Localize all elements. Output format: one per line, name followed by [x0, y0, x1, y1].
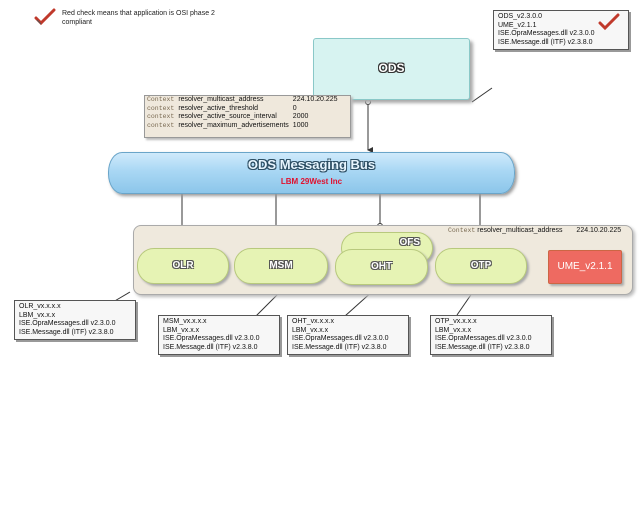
info-line: OHT_vx.x.x.x [292, 318, 335, 325]
red-check-icon [34, 8, 56, 26]
msm-node[interactable]: MSM [234, 248, 328, 284]
resolver-context-box: Context resolver_multicast_address 224.1… [144, 95, 351, 138]
info-line: MSM_vx.x.x.x [163, 318, 207, 325]
context-row: context resolver_active_threshold 0 [145, 105, 340, 114]
info-line: LBM_vx.x.x [292, 326, 329, 334]
ods-node-label: ODS [378, 61, 405, 75]
info-line: ISE.Message.dll (ITF) v2.3.8.0 [498, 38, 593, 46]
context-key: resolver_multicast_address [178, 96, 264, 103]
bus-subtitle: LBM 29West Inc [280, 177, 343, 186]
info-line: ISE.Message.dll (ITF) v2.3.8.0 [19, 328, 114, 336]
info-line: LBM_vx.x.x [163, 326, 200, 334]
info-line: ISE.OpraMessages.dll v2.3.0.0 [498, 30, 595, 38]
context-row: Context resolver_multicast_address 224.1… [145, 96, 340, 105]
context-value: 1000 [292, 122, 309, 130]
ods-bus-connector-end [365, 99, 371, 105]
info-line: UME_v2.1.1 [498, 21, 537, 29]
olr-node[interactable]: OLR [137, 248, 229, 284]
msm-info-box: MSM_vx.x.x.x LBM_vx.x.x ISE.OpraMessages… [158, 315, 280, 356]
context-keyword: context [147, 122, 175, 130]
msm-node-label: MSM [269, 260, 293, 271]
ods-node[interactable]: ODS [313, 38, 470, 100]
info-line: ISE.OpraMessages.dll v2.3.0.0 [163, 335, 260, 343]
ume-node-label: UME_v2.1.1 [557, 261, 613, 272]
info-line: LBM_vx.x.x [19, 311, 56, 319]
oht-info-box: OHT_vx.x.x.x LBM_vx.x.x ISE.OpraMessages… [287, 315, 409, 356]
info-line: ISE.Message.dll (ITF) v2.3.8.0 [163, 343, 258, 351]
info-line: ISE.Message.dll (ITF) v2.3.8.0 [435, 343, 530, 351]
info-line: ODS_v2.3.0.0 [498, 13, 542, 20]
group-context: Context resolver_multicast_address 224.1… [448, 227, 621, 234]
info-line: OLR_vx.x.x.x [19, 303, 61, 310]
context-key: resolver_multicast_address [477, 227, 563, 234]
olr-node-label: OLR [172, 260, 194, 271]
info-line: ISE.OpraMessages.dll v2.3.0.0 [292, 335, 389, 343]
otp-node-label: OTP [470, 260, 492, 271]
ods-callout-line [471, 87, 493, 103]
info-line: ISE.Message.dll (ITF) v2.3.8.0 [292, 343, 387, 351]
ofs-node-label: OFS [399, 237, 420, 248]
context-keyword: Context [147, 96, 175, 103]
olr-info-box: OLR_vx.x.x.x LBM_vx.x.x ISE.OpraMessages… [14, 300, 136, 341]
context-key: resolver_active_source_interval [178, 113, 277, 121]
ods-info-box: ODS_v2.3.0.0 UME_v2.1.1 ISE.OpraMessages… [493, 10, 629, 51]
context-value: 224.10.20.225 [292, 96, 338, 103]
context-value: 0 [292, 104, 297, 112]
otp-node[interactable]: OTP [435, 248, 527, 284]
info-line: LBM_vx.x.x [435, 326, 472, 334]
bus-title: ODS Messaging Bus [247, 157, 376, 172]
ume-node[interactable]: UME_v2.1.1 [548, 250, 622, 284]
otp-info-box: OTP_vx.x.x.x LBM_vx.x.x ISE.OpraMessages… [430, 315, 552, 356]
oht-node[interactable]: OHT [335, 249, 428, 285]
info-line: ISE.OpraMessages.dll v2.3.0.0 [435, 335, 532, 343]
context-key: resolver_active_threshold [178, 104, 259, 112]
info-line: OTP_vx.x.x.x [435, 318, 477, 325]
context-row: context resolver_maximum_advertisements … [145, 122, 340, 131]
messaging-bus[interactable]: ODS Messaging Bus LBM 29West Inc [108, 152, 515, 194]
context-keyword: context [147, 104, 175, 112]
info-line: ISE.OpraMessages.dll v2.3.0.0 [19, 320, 116, 328]
context-keyword: Context [448, 227, 476, 234]
context-key: resolver_maximum_advertisements [178, 122, 289, 130]
context-value: 2000 [292, 113, 309, 121]
context-value: 224.10.20.225 [576, 227, 622, 234]
legend-text: Red check means that application is OSI … [62, 10, 215, 26]
context-keyword: context [147, 113, 175, 121]
context-row: context resolver_active_source_interval … [145, 113, 340, 122]
red-check-icon [598, 13, 620, 31]
oht-node-label: OHT [370, 261, 393, 272]
